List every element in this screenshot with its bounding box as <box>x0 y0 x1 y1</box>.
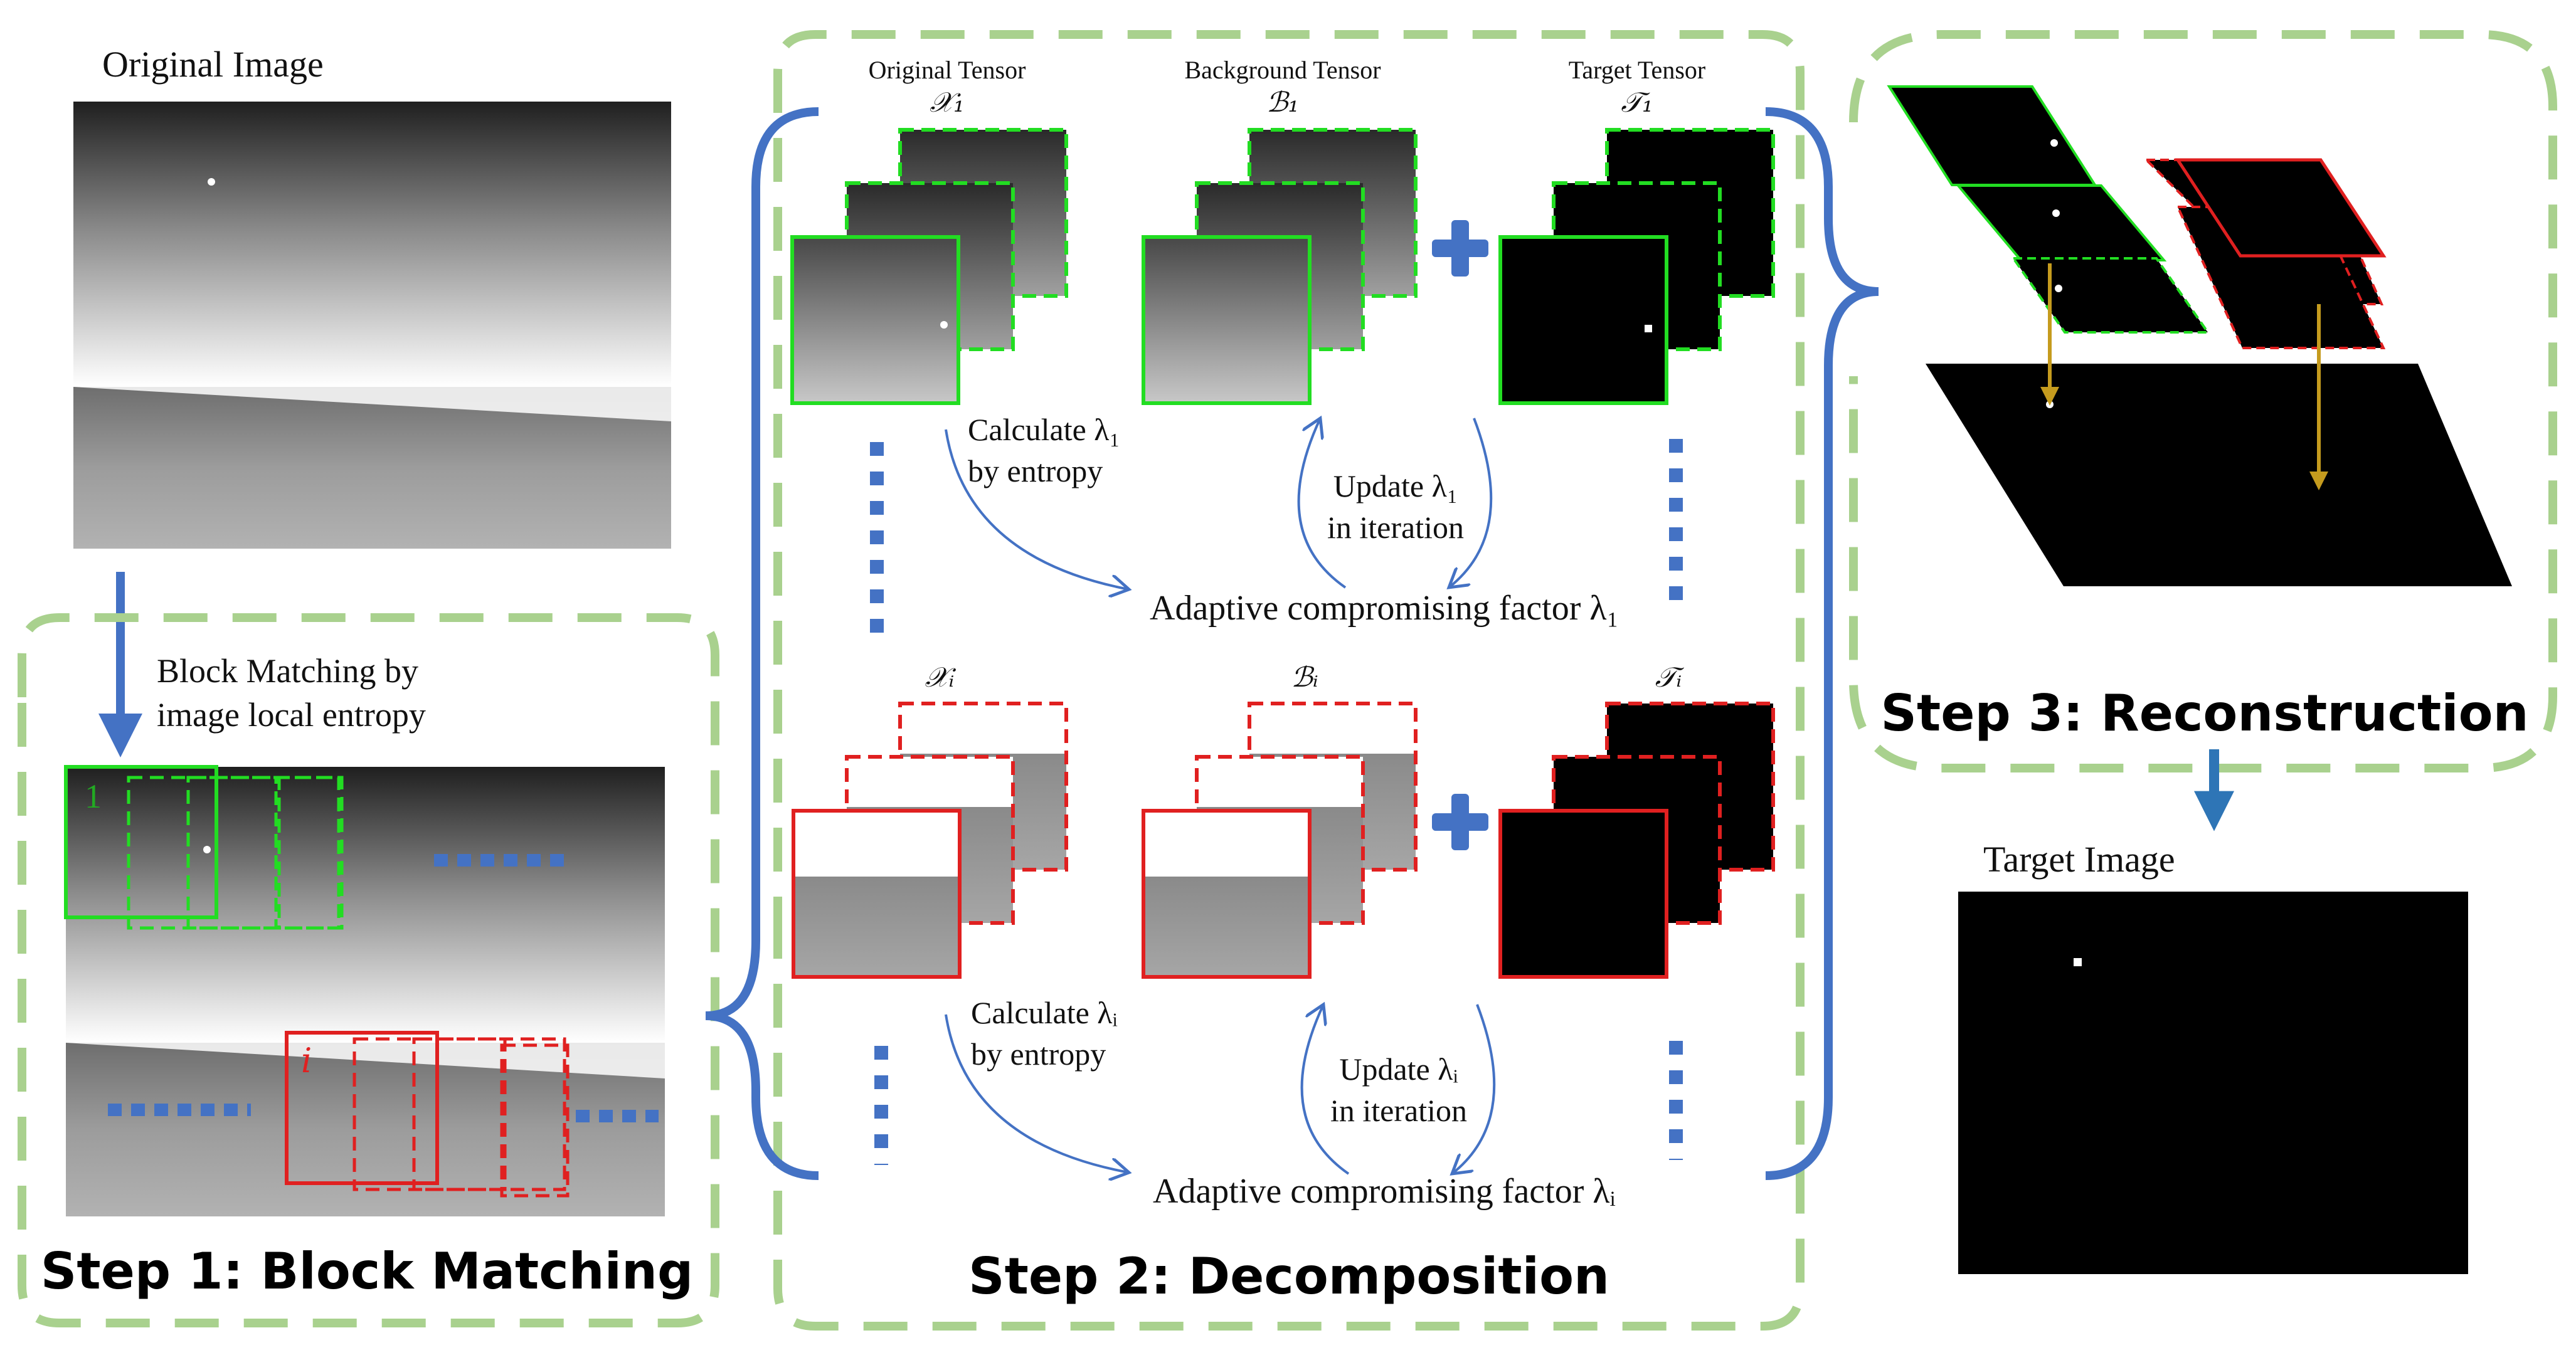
calculate-lambda-i-line1: Calculate λᵢ <box>971 995 1118 1030</box>
step3-title: Step 3: Reconstruction <box>1880 684 2528 742</box>
original-tensor-stack-1 <box>790 128 1068 405</box>
background-tensor-symbol-i: ℬᵢ <box>1291 662 1318 693</box>
block-matching-image <box>66 767 665 1216</box>
original-image-label: Original Image <box>102 44 324 85</box>
step2-region <box>773 30 1805 1331</box>
block-matching-line1: Block Matching by <box>157 652 418 690</box>
green-block-group: 1 <box>64 765 344 930</box>
green-patch-stack <box>1887 85 2210 334</box>
green-block-number: 1 <box>85 778 102 815</box>
update-arrow-down <box>1449 418 1493 588</box>
target-dot <box>1645 325 1652 332</box>
background-tensor-symbol: ℬ₁ <box>1266 87 1299 119</box>
target-dot <box>203 846 211 853</box>
target-dot <box>2052 209 2060 217</box>
calculate-arrow <box>945 1014 1129 1173</box>
calculate-arrow <box>945 429 1129 589</box>
target-tensor-symbol: 𝒯₁ <box>1621 87 1653 119</box>
step1-region <box>18 613 719 1327</box>
plus-icon <box>1432 220 1488 277</box>
update-lambda-i-line1: Update λᵢ <box>1339 1052 1458 1087</box>
reconstructed-plane <box>1926 364 2512 586</box>
target-dot <box>2055 285 2062 292</box>
calculate-lambda-1-line2: by entropy <box>968 453 1103 488</box>
target-dot <box>208 178 215 186</box>
step3-region <box>1849 30 2557 772</box>
red-block-symbol: i <box>301 1041 312 1080</box>
original-tensor-symbol: 𝒳₁ <box>930 87 964 119</box>
original-tensor-label: Original Tensor <box>869 56 1026 84</box>
plus-icon <box>1432 794 1488 850</box>
original-tensor-stack-i <box>792 702 1068 979</box>
target-tensor-stack-i <box>1498 702 1775 979</box>
update-lambda-1-line2: in iteration <box>1327 510 1464 545</box>
step1-title: Step 1: Block Matching <box>41 1242 693 1300</box>
update-lambda-1-line1: Update λ₁ <box>1333 468 1458 503</box>
calculate-lambda-1-line1: Calculate λ₁ <box>968 412 1120 447</box>
target-image-label: Target Image <box>1983 839 2175 880</box>
target-dot <box>2074 958 2082 966</box>
update-arrow-down <box>1452 1004 1496 1174</box>
update-arrow-up <box>1297 418 1347 589</box>
original-tensor-symbol-i: 𝒳ᵢ <box>925 662 957 693</box>
right-brace <box>1765 107 1879 1180</box>
target-dot <box>2046 401 2054 408</box>
target-image <box>1958 892 2468 1274</box>
background-tensor-label: Background Tensor <box>1184 56 1381 84</box>
target-tensor-label: Target Tensor <box>1569 56 1705 84</box>
calculate-lambda-i-line2: by entropy <box>971 1036 1106 1072</box>
update-arrow-up <box>1300 1004 1350 1175</box>
step2-title: Step 2: Decomposition <box>968 1247 1609 1305</box>
adaptive-factor-i: Adaptive compromising factor λᵢ <box>1153 1172 1616 1211</box>
target-dot <box>940 321 948 329</box>
original-image <box>73 102 671 549</box>
background-tensor-stack-i <box>1142 702 1418 979</box>
adaptive-factor-1: Adaptive compromising factor λ₁ <box>1150 589 1619 628</box>
target-dot <box>2050 139 2058 147</box>
background-tensor-stack-1 <box>1142 128 1418 405</box>
left-brace <box>705 107 819 1180</box>
red-patch-stack <box>2143 158 2387 349</box>
update-lambda-i-line2: in iteration <box>1330 1093 1467 1128</box>
red-block-group: i <box>285 1031 570 1198</box>
target-tensor-symbol-i: 𝒯ᵢ <box>1655 662 1685 693</box>
target-tensor-stack-1 <box>1498 128 1775 405</box>
block-matching-line2: image local entropy <box>157 696 426 734</box>
